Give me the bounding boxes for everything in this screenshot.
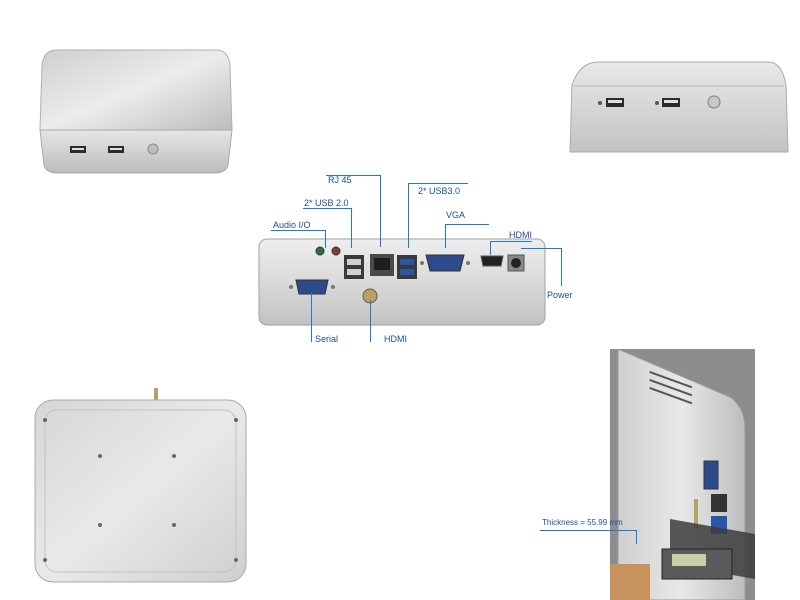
- callout-line: [490, 241, 491, 255]
- mini-pc-rear-panel-photo: [258, 238, 546, 326]
- callout-line: [636, 530, 637, 544]
- mini-pc-thickness-caliper-photo: [610, 349, 755, 600]
- callout-line: [326, 175, 380, 176]
- callout-line: [408, 183, 468, 184]
- rj45-port-icon: [370, 254, 394, 276]
- callout-line: [408, 183, 409, 248]
- power-button-icon: [147, 143, 159, 155]
- callout-line: [445, 224, 489, 225]
- usb-port-icon: [711, 494, 727, 512]
- usb-port-icon: [108, 146, 124, 153]
- antenna-icon: [154, 388, 158, 402]
- callout-line: [325, 230, 326, 248]
- mini-pc-front-angle-photo: [39, 49, 233, 174]
- hdmi-bottom-label: HDMI: [384, 334, 407, 344]
- callout-line: [370, 300, 371, 342]
- antenna-icon: [694, 499, 698, 529]
- callout-line: [490, 241, 532, 242]
- usb30-label: 2* USB3.0: [418, 186, 461, 196]
- mini-pc-front-view-photo: [569, 61, 789, 153]
- callout-line: [311, 292, 312, 342]
- thickness-label: Thickness = 55.99 mm: [542, 518, 623, 527]
- usb-port-icon: [70, 146, 86, 153]
- callout-line: [561, 248, 562, 286]
- usb-port-icon: [344, 255, 364, 279]
- usb-port-icon: [397, 255, 417, 279]
- rj45-label: RJ 45: [328, 175, 352, 185]
- serial-port-icon: [703, 460, 719, 490]
- mini-pc-bottom-photo: [34, 388, 247, 583]
- callout-line: [380, 175, 381, 247]
- audio-jack-icon: [315, 246, 325, 256]
- vga-port-icon: [420, 254, 470, 272]
- usb-port-icon: [662, 98, 680, 107]
- audio-label: Audio I/O: [273, 220, 311, 230]
- callout-line: [271, 230, 325, 231]
- serial-label: Serial: [315, 334, 339, 344]
- callout-line: [351, 208, 352, 248]
- usb20-label: 2* USB 2.0: [304, 198, 349, 208]
- usb-port-icon: [606, 98, 624, 107]
- serial-port-icon: [289, 279, 335, 295]
- power-label: Power: [547, 290, 573, 300]
- audio-jack-icon: [331, 246, 341, 256]
- power-button-icon: [707, 95, 721, 109]
- callout-line: [521, 248, 561, 249]
- hdmi-top-label: HDMI: [509, 230, 532, 240]
- vga-label: VGA: [446, 210, 466, 220]
- power-button-icon: [507, 254, 525, 272]
- callout-line: [540, 530, 636, 531]
- callout-line: [303, 208, 351, 209]
- hdmi-port-icon: [480, 255, 504, 267]
- callout-line: [445, 224, 446, 248]
